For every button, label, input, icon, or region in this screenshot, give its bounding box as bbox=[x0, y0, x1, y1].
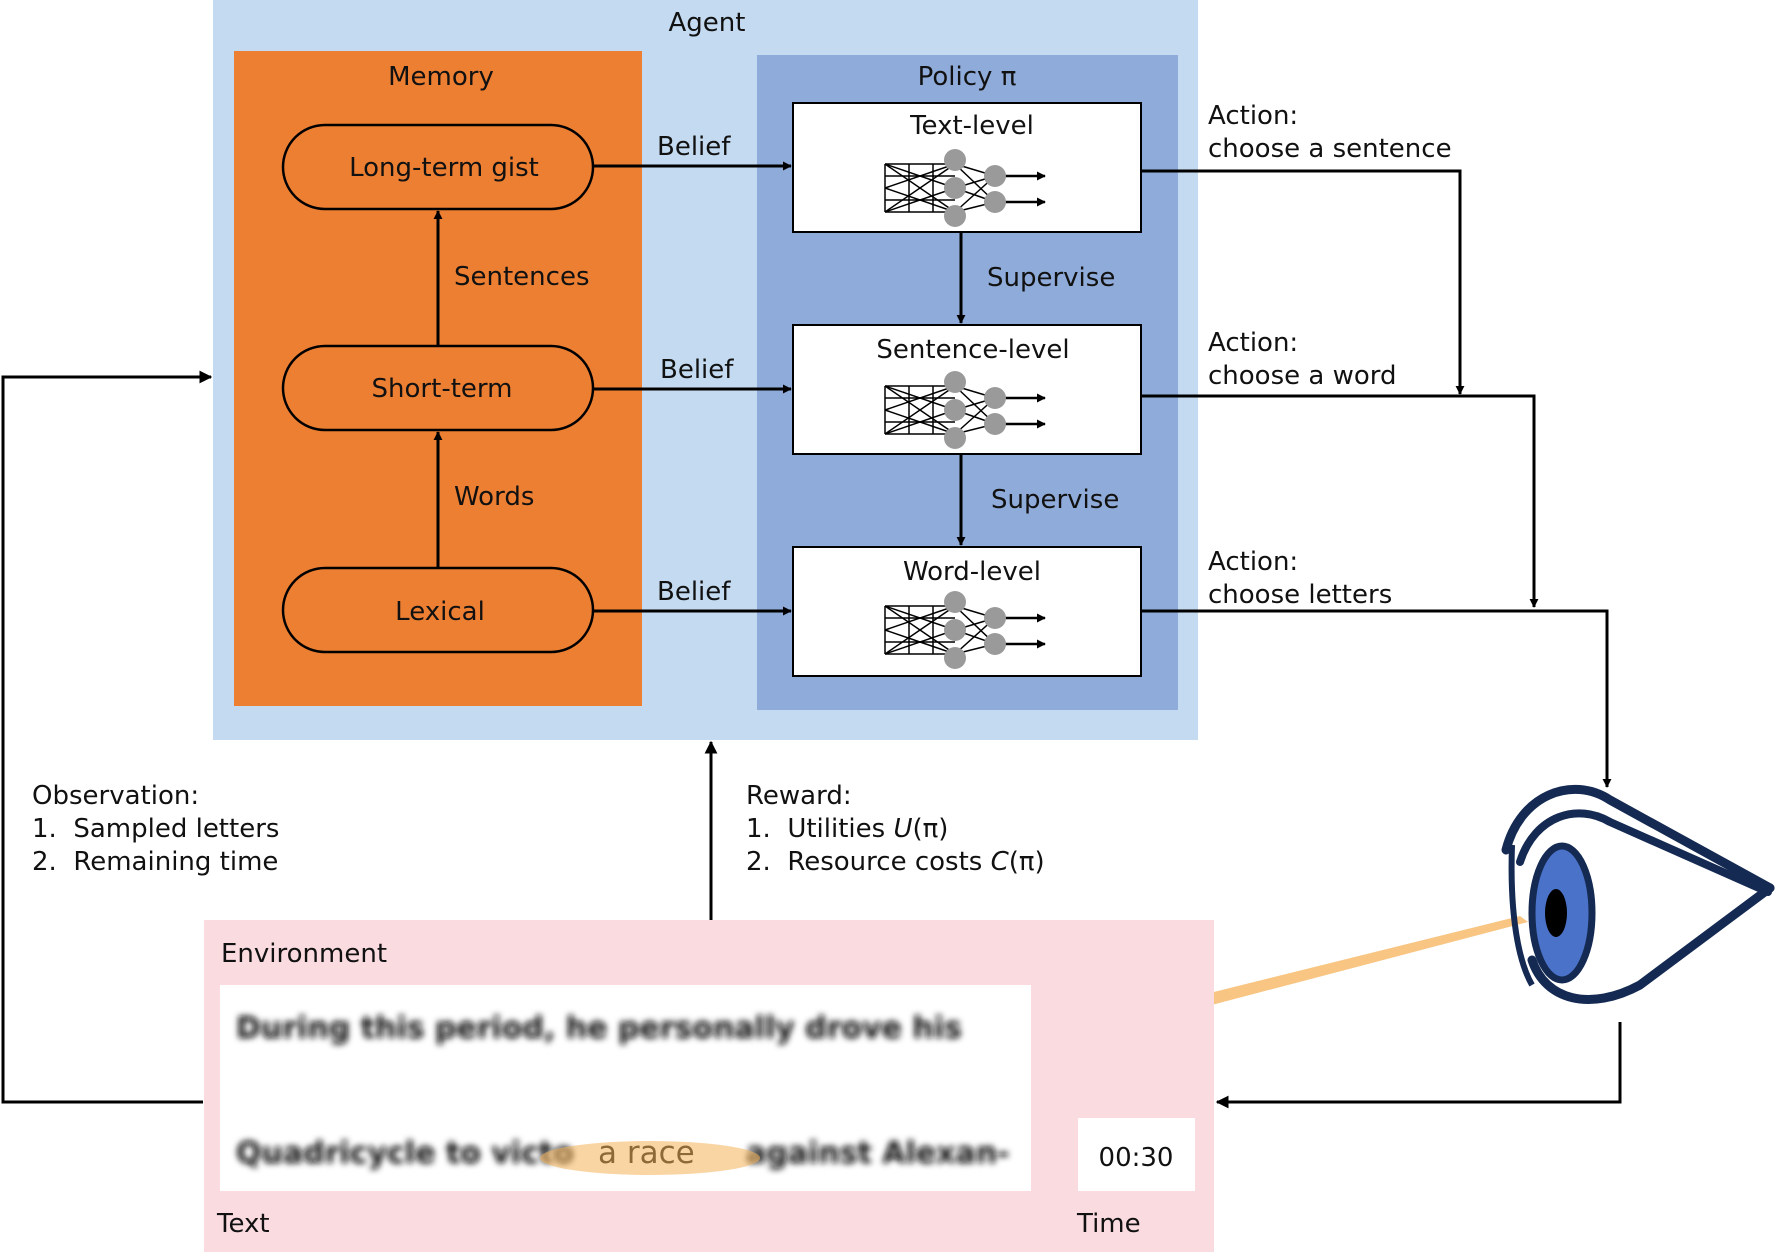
action-line-letters bbox=[1141, 609, 1612, 788]
observation-item-1: 1. Sampled letters bbox=[32, 814, 279, 844]
text-label: Text bbox=[216, 1209, 270, 1239]
action-2-text: choose a word bbox=[1208, 361, 1397, 391]
policy-word-level bbox=[792, 546, 1142, 677]
policy-sentence-level-label: Sentence-level bbox=[876, 335, 1069, 365]
arrow-eye-to-environment bbox=[1215, 1022, 1622, 1109]
label-belief-2: Belief bbox=[660, 355, 734, 385]
action-2-title: Action: bbox=[1208, 328, 1298, 358]
action-1-text: choose a sentence bbox=[1208, 134, 1452, 164]
eye-lid-upper-outer bbox=[1501, 784, 1775, 893]
action-3-text: choose letters bbox=[1208, 580, 1392, 610]
action-line-sentence bbox=[1141, 169, 1465, 395]
reward-item-1: 1. Utilities U(π) bbox=[746, 814, 948, 844]
timer-panel bbox=[1078, 1118, 1195, 1191]
label-words: Words bbox=[454, 482, 534, 512]
memory-long-term-gist-label: Long-term gist bbox=[349, 153, 539, 183]
eye-pupil bbox=[1545, 889, 1567, 937]
arrow-observation bbox=[1, 370, 213, 1104]
label-belief-3: Belief bbox=[657, 577, 731, 607]
label-supervise-1: Supervise bbox=[987, 263, 1115, 293]
time-label: Time bbox=[1076, 1209, 1141, 1239]
action-1-title: Action: bbox=[1208, 101, 1298, 131]
text-line-2-right: against Alexan- bbox=[746, 1136, 1010, 1171]
environment-title: Environment bbox=[221, 939, 387, 969]
text-line-2-left: Quadricycle to victo bbox=[236, 1136, 574, 1171]
observation-title: Observation: bbox=[32, 781, 199, 811]
eye-lid-upper-inner bbox=[1516, 809, 1772, 896]
policy-title: Policy π bbox=[918, 62, 1017, 92]
memory-title: Memory bbox=[388, 62, 494, 92]
policy-word-level-label: Word-level bbox=[903, 557, 1041, 587]
reward-item-2: 2. Resource costs C(π) bbox=[746, 847, 1045, 877]
action-line-word bbox=[1141, 394, 1539, 608]
eye-lid-lower bbox=[1527, 883, 1775, 1004]
eye-edge bbox=[1508, 844, 1535, 987]
agent-title: Agent bbox=[669, 8, 746, 38]
memory-lexical-label: Lexical bbox=[395, 597, 485, 627]
label-supervise-2: Supervise bbox=[991, 485, 1119, 515]
memory-panel bbox=[234, 51, 642, 706]
policy-text-level-label: Text-level bbox=[909, 111, 1034, 141]
label-sentences: Sentences bbox=[454, 262, 589, 292]
observation-item-2: 2. Remaining time bbox=[32, 847, 278, 877]
action-3-title: Action: bbox=[1208, 547, 1298, 577]
timer-value: 00:30 bbox=[1099, 1143, 1174, 1173]
reward-title: Reward: bbox=[746, 781, 852, 811]
memory-short-term-label: Short-term bbox=[372, 374, 513, 404]
gaze-focus-spot bbox=[540, 1141, 760, 1175]
text-line-1: During this period, he personally drove … bbox=[236, 1011, 962, 1046]
label-belief-1: Belief bbox=[657, 132, 731, 162]
